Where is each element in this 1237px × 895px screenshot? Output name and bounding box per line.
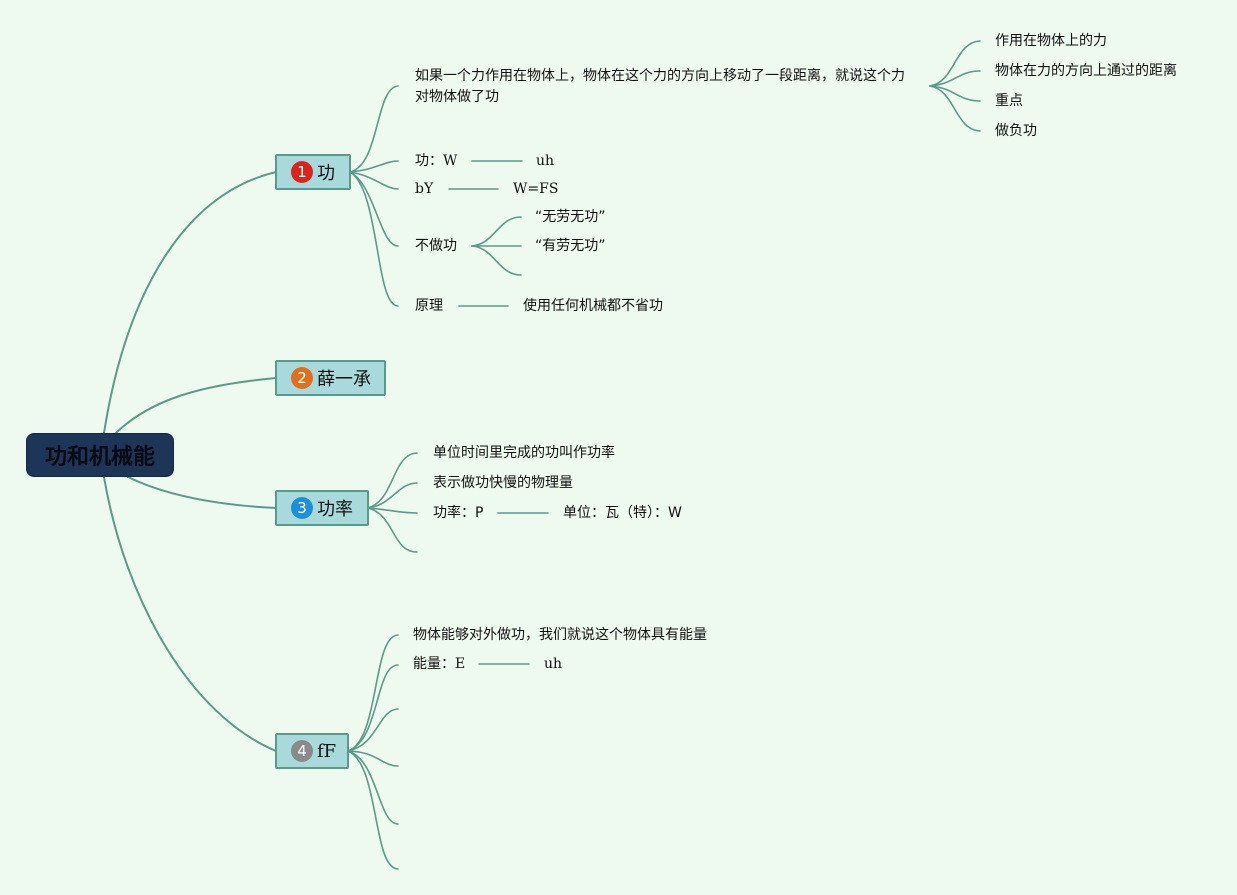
root-title: 功和机械能 xyxy=(44,445,155,470)
no-work-child-1[interactable]: “无劳无功” xyxy=(535,209,606,225)
power-meaning[interactable]: 表示做功快慢的物理量 xyxy=(433,475,573,491)
link-root-branch4 xyxy=(103,476,277,752)
number-badge-icon: 4 xyxy=(291,740,313,762)
energy-definition[interactable]: 物体能够对外做功，我们就说这个物体具有能量 xyxy=(413,627,707,643)
energy-symbol[interactable]: 能量：E xyxy=(413,656,466,672)
definition-child-3[interactable]: 重点 xyxy=(995,93,1023,109)
power-unit[interactable]: 单位：瓦（特）：W xyxy=(563,505,682,521)
work-symbol[interactable]: 功：W xyxy=(415,153,458,169)
no-work-node[interactable]: 不做功 xyxy=(415,238,457,254)
principle-node[interactable]: 原理 xyxy=(415,298,443,314)
principle-value[interactable]: 使用任何机械都不省功 xyxy=(523,298,663,314)
definition-text[interactable]: 如果一个力作用在物体上，物体在这个力的方向上移动了一段距离，就说这个力对物体做了… xyxy=(415,68,905,105)
work-symbol-unit[interactable]: uh xyxy=(536,153,555,169)
power-definition[interactable]: 单位时间里完成的功叫作功率 xyxy=(433,445,615,461)
number-badge-icon: 3 xyxy=(291,497,313,519)
branch-label: 功 xyxy=(317,163,335,184)
link-root-branch1 xyxy=(103,171,277,434)
formula-label[interactable]: bY xyxy=(415,181,434,197)
power-symbol[interactable]: 功率：P xyxy=(433,505,484,521)
formula-text[interactable]: W=FS xyxy=(513,181,559,197)
definition-child-2[interactable]: 物体在力的方向上通过的距离 xyxy=(995,63,1177,79)
branch-label: 功率 xyxy=(317,499,353,520)
number-badge-icon: 2 xyxy=(291,367,313,389)
definition-child-1[interactable]: 作用在物体上的力 xyxy=(995,33,1107,49)
branch-node-3[interactable]: 3 功率 xyxy=(275,490,369,526)
root-node[interactable]: 功和机械能 xyxy=(26,433,174,477)
definition-child-4[interactable]: 做负功 xyxy=(995,123,1037,139)
branch-label: fF xyxy=(317,740,337,762)
branch-node-2[interactable]: 2 薛一承 xyxy=(275,360,386,396)
link-root-branch2 xyxy=(115,377,277,434)
no-work-child-2[interactable]: “有劳无功” xyxy=(535,238,606,254)
energy-symbol-unit[interactable]: uh xyxy=(544,656,563,672)
branch-label: 薛一承 xyxy=(317,369,371,390)
branch-node-1[interactable]: 1 功 xyxy=(275,154,351,190)
branch-node-4[interactable]: 4 fF xyxy=(275,733,349,769)
number-badge-icon: 1 xyxy=(291,161,313,183)
link-root-branch3 xyxy=(127,476,277,509)
